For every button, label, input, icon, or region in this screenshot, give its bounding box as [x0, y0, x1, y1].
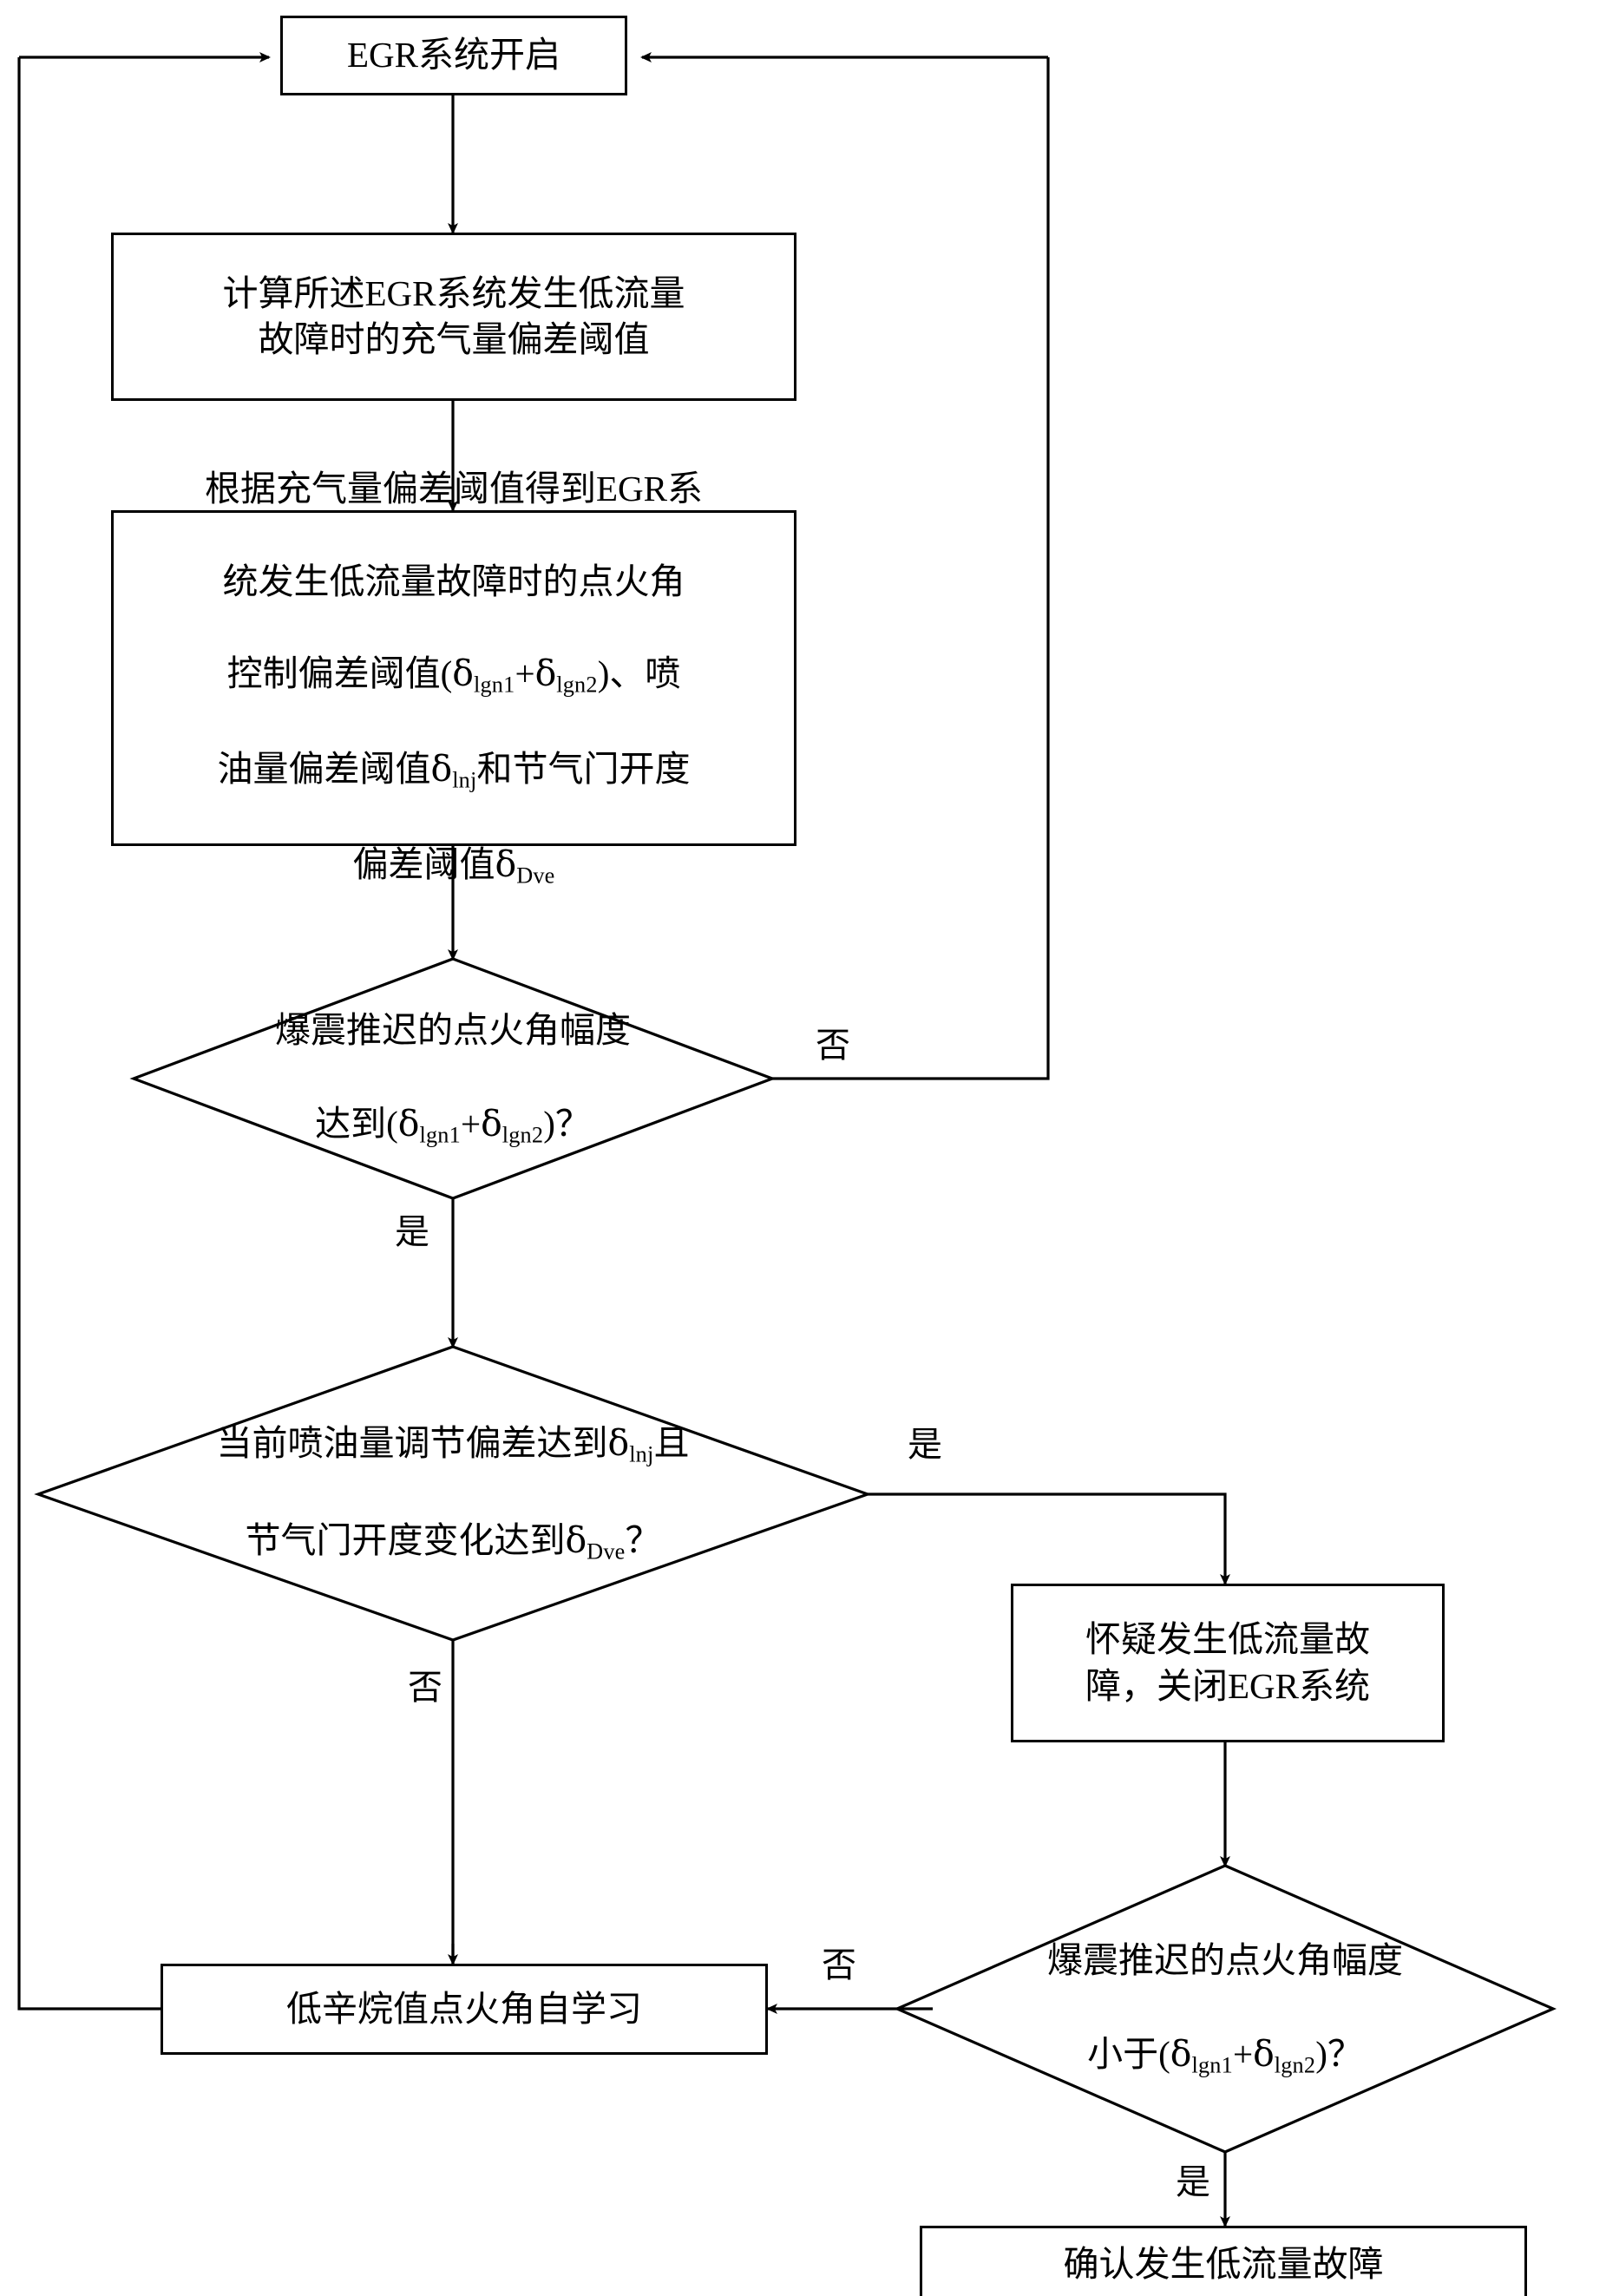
knock2-sub-lgn2: lgn2 [1274, 2052, 1316, 2078]
derive-line-3b: )、喷 [597, 653, 681, 694]
derive-sub-lgn1: lgn1 [473, 672, 515, 698]
node-decision-knock-reached-label: 爆震推迟的点火角幅度 达到(δlgn1+δlgn2)？ [275, 960, 631, 1197]
knock2-line-1: 爆震推迟的点火角幅度 [1047, 1939, 1403, 1980]
node-confirm-fault-label: 确认发生低流量故障 [1063, 2244, 1384, 2285]
edge-label-inj-no: 否 [408, 1668, 442, 1707]
knock1-sub-lgn2: lgn2 [501, 1122, 544, 1148]
node-derive-thresholds-label: 根据充气量偏差阈值得到EGR系 统发生低流量故障时的点火角 控制偏差阈值(δlg… [200, 420, 708, 937]
inj-delta-lnj: δ [607, 1421, 630, 1464]
derive-line-4a: 油量偏差阈值 [217, 748, 431, 789]
edge-label-knock1-no: 否 [816, 1026, 850, 1065]
node-calc-threshold-label: 计算所述EGR系统发生低流量 故障时的充气量偏差阈值 [222, 272, 685, 359]
knock2-line-2b: )？ [1315, 2034, 1363, 2075]
knock1-delta-lgn1: δ [397, 1103, 420, 1145]
inj-sub-dve: Dve [587, 1538, 626, 1565]
knock2-sub-lgn1: lgn1 [1191, 2052, 1233, 2078]
node-start-label: EGR系统开启 [347, 35, 560, 75]
derive-delta-dve: δ [495, 843, 517, 885]
derive-line-2: 统发生低流量故障时的点火角 [222, 561, 685, 601]
derive-sub-dve: Dve [516, 862, 555, 888]
node-suspect-low-flow[interactable]: 怀疑发生低流量故 障，关闭EGR系统 [1011, 1584, 1445, 1742]
edge-knock1-no-loop [772, 57, 1050, 1080]
derive-line-5a: 偏差阈值 [352, 843, 495, 884]
knock1-line-2b: )？ [543, 1104, 591, 1145]
node-self-learning[interactable]: 低辛烷值点火角自学习 [161, 1964, 768, 2055]
node-calc-threshold[interactable]: 计算所述EGR系统发生低流量 故障时的充气量偏差阈值 [111, 233, 796, 401]
node-decision-injection[interactable]: 当前喷油量调节偏差达到δlnj且 节气门开度变化达到δDve？ [38, 1347, 868, 1640]
edge-label-inj-yes: 是 [908, 1425, 942, 1464]
derive-sub-lnj: lnj [452, 767, 477, 793]
inj-line-1a: 当前喷油量调节偏差达到 [216, 1422, 608, 1463]
derive-delta-lgn1: δ [452, 653, 474, 695]
edge-label-knock2-no: 否 [822, 1945, 856, 1984]
knock1-plus: + [460, 1104, 482, 1145]
knock2-plus: + [1232, 2034, 1254, 2075]
node-derive-thresholds[interactable]: 根据充气量偏差阈值得到EGR系 统发生低流量故障时的点火角 控制偏差阈值(δlg… [111, 469, 796, 888]
inj-delta-dve: δ [565, 1519, 587, 1562]
node-decision-knock-reached[interactable]: 爆震推迟的点火角幅度 达到(δlgn1+δlgn2)？ [134, 959, 772, 1198]
derive-line-4b: 和节气门开度 [476, 748, 691, 789]
knock1-line-2a: 达到( [315, 1104, 398, 1145]
inj-line-2b: ？ [625, 1520, 661, 1561]
node-decision-injection-label: 当前喷油量调节偏差达到δlnj且 节气门开度变化达到δDve？ [217, 1373, 690, 1614]
derive-line-1: 根据充气量偏差阈值得到EGR系 [205, 468, 703, 508]
derive-line-3a: 控制偏差阈值( [226, 653, 453, 694]
inj-sub-lnj: lnj [629, 1441, 654, 1467]
node-start[interactable]: EGR系统开启 [280, 16, 627, 95]
node-decision-knock-less[interactable]: 爆震推迟的点火角幅度 小于(δlgn1+δlgn2)？ [897, 1866, 1553, 2152]
derive-sub-lgn2: lgn2 [556, 672, 598, 698]
node-suspect-low-flow-label: 怀疑发生低流量故 障，关闭EGR系统 [1085, 1619, 1370, 1706]
node-decision-knock-less-label: 爆震推迟的点火角幅度 小于(δlgn1+δlgn2)？ [1047, 1890, 1403, 2128]
inj-line-1b: 且 [653, 1422, 690, 1463]
derive-plus: + [515, 653, 535, 694]
inj-line-2a: 节气门开度变化达到 [245, 1520, 566, 1561]
edge-inj-yes-path [868, 1492, 1227, 1566]
knock1-line-1: 爆震推迟的点火角幅度 [275, 1009, 631, 1050]
knock1-sub-lgn1: lgn1 [419, 1122, 461, 1148]
derive-delta-lgn2: δ [534, 653, 557, 695]
node-self-learning-label: 低辛烷值点火角自学习 [286, 1988, 642, 2029]
derive-delta-lnj: δ [430, 747, 453, 790]
knock1-delta-lgn2: δ [481, 1103, 502, 1145]
knock2-delta-lgn1: δ [1170, 2033, 1192, 2076]
knock2-line-2a: 小于( [1087, 2034, 1170, 2075]
knock2-delta-lgn2: δ [1253, 2033, 1275, 2076]
edge-label-knock1-yes: 是 [395, 1212, 429, 1251]
edge-label-knock2-yes: 是 [1176, 2162, 1210, 2201]
node-confirm-fault[interactable]: 确认发生低流量故障 [920, 2226, 1527, 2296]
